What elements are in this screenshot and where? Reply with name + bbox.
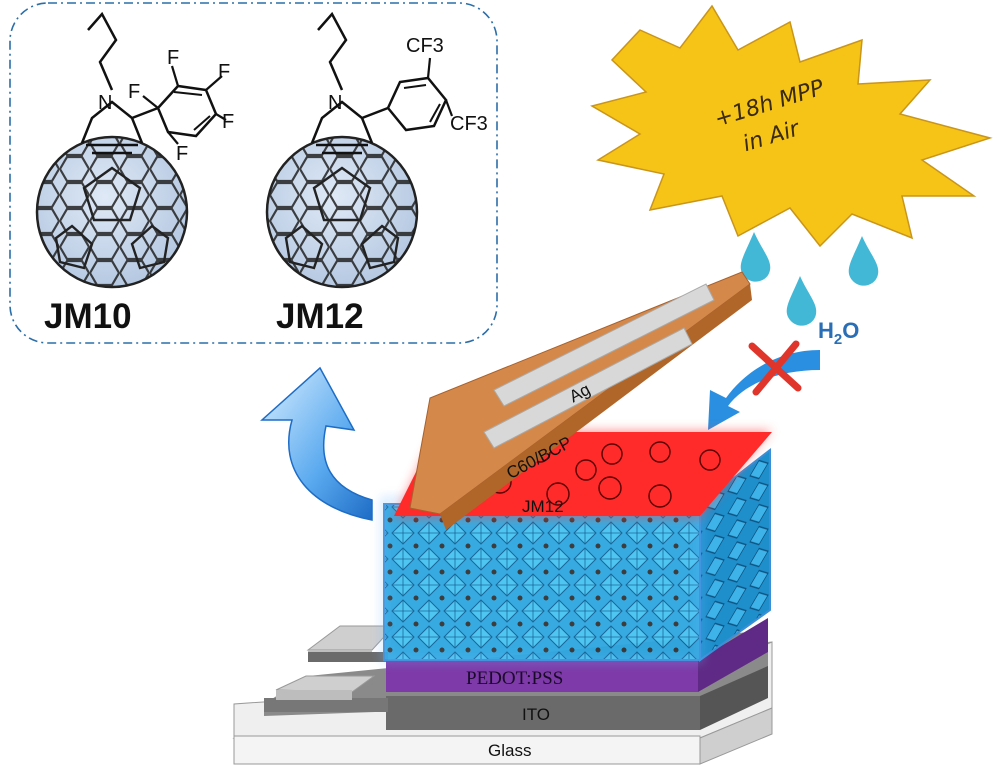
fullerene-icon [601, 443, 623, 465]
fullerene-icon [648, 484, 672, 508]
perovskite-layer [381, 447, 771, 663]
molecule-panel-border [9, 2, 498, 344]
water-drop-icon [786, 276, 817, 326]
pedot-layer [386, 618, 768, 692]
jm12-cf3-right: CF3 [450, 113, 488, 135]
water-blocked-arrow-icon [708, 350, 820, 430]
curved-up-arrow-icon [260, 366, 373, 521]
jm10-fluorine-3: F [218, 61, 230, 83]
jm10-structure: N F F F F F [35, 11, 234, 289]
jm12-layer-label: JM12 [522, 497, 564, 516]
jm12-structure: N CF3 CF3 [265, 11, 488, 289]
jm10-fluorine-4: F [222, 111, 234, 133]
jm10-label: JM10 [44, 297, 132, 336]
jm12-label: JM12 [276, 297, 364, 336]
fullerene-icon [649, 441, 671, 463]
water-drop-icon [740, 232, 771, 282]
jm10-fluorine-2: F [128, 81, 140, 103]
fullerene-icon [575, 459, 597, 481]
water-drop-icon [848, 236, 879, 286]
jm10-fluorine-1: F [167, 47, 179, 69]
glass-label: Glass [488, 741, 531, 760]
fullerene-icon [598, 476, 622, 500]
jm10-fluorine-5: F [176, 143, 188, 165]
water-droplets [740, 232, 879, 326]
jm12-amine-label: N [328, 92, 342, 114]
ag-electrode [409, 271, 752, 530]
jm12-cf3-top: CF3 [406, 35, 444, 57]
blocked-cross-icon [748, 340, 802, 396]
jm10-amine-label: N [98, 92, 112, 114]
starburst-icon [590, 4, 993, 248]
water-label: H2O [818, 318, 859, 348]
pedot-label: PEDOT:PSS [466, 668, 563, 689]
ito-label: ITO [522, 705, 550, 724]
fullerene-icon [546, 482, 570, 506]
fullerene-icon [699, 449, 721, 471]
